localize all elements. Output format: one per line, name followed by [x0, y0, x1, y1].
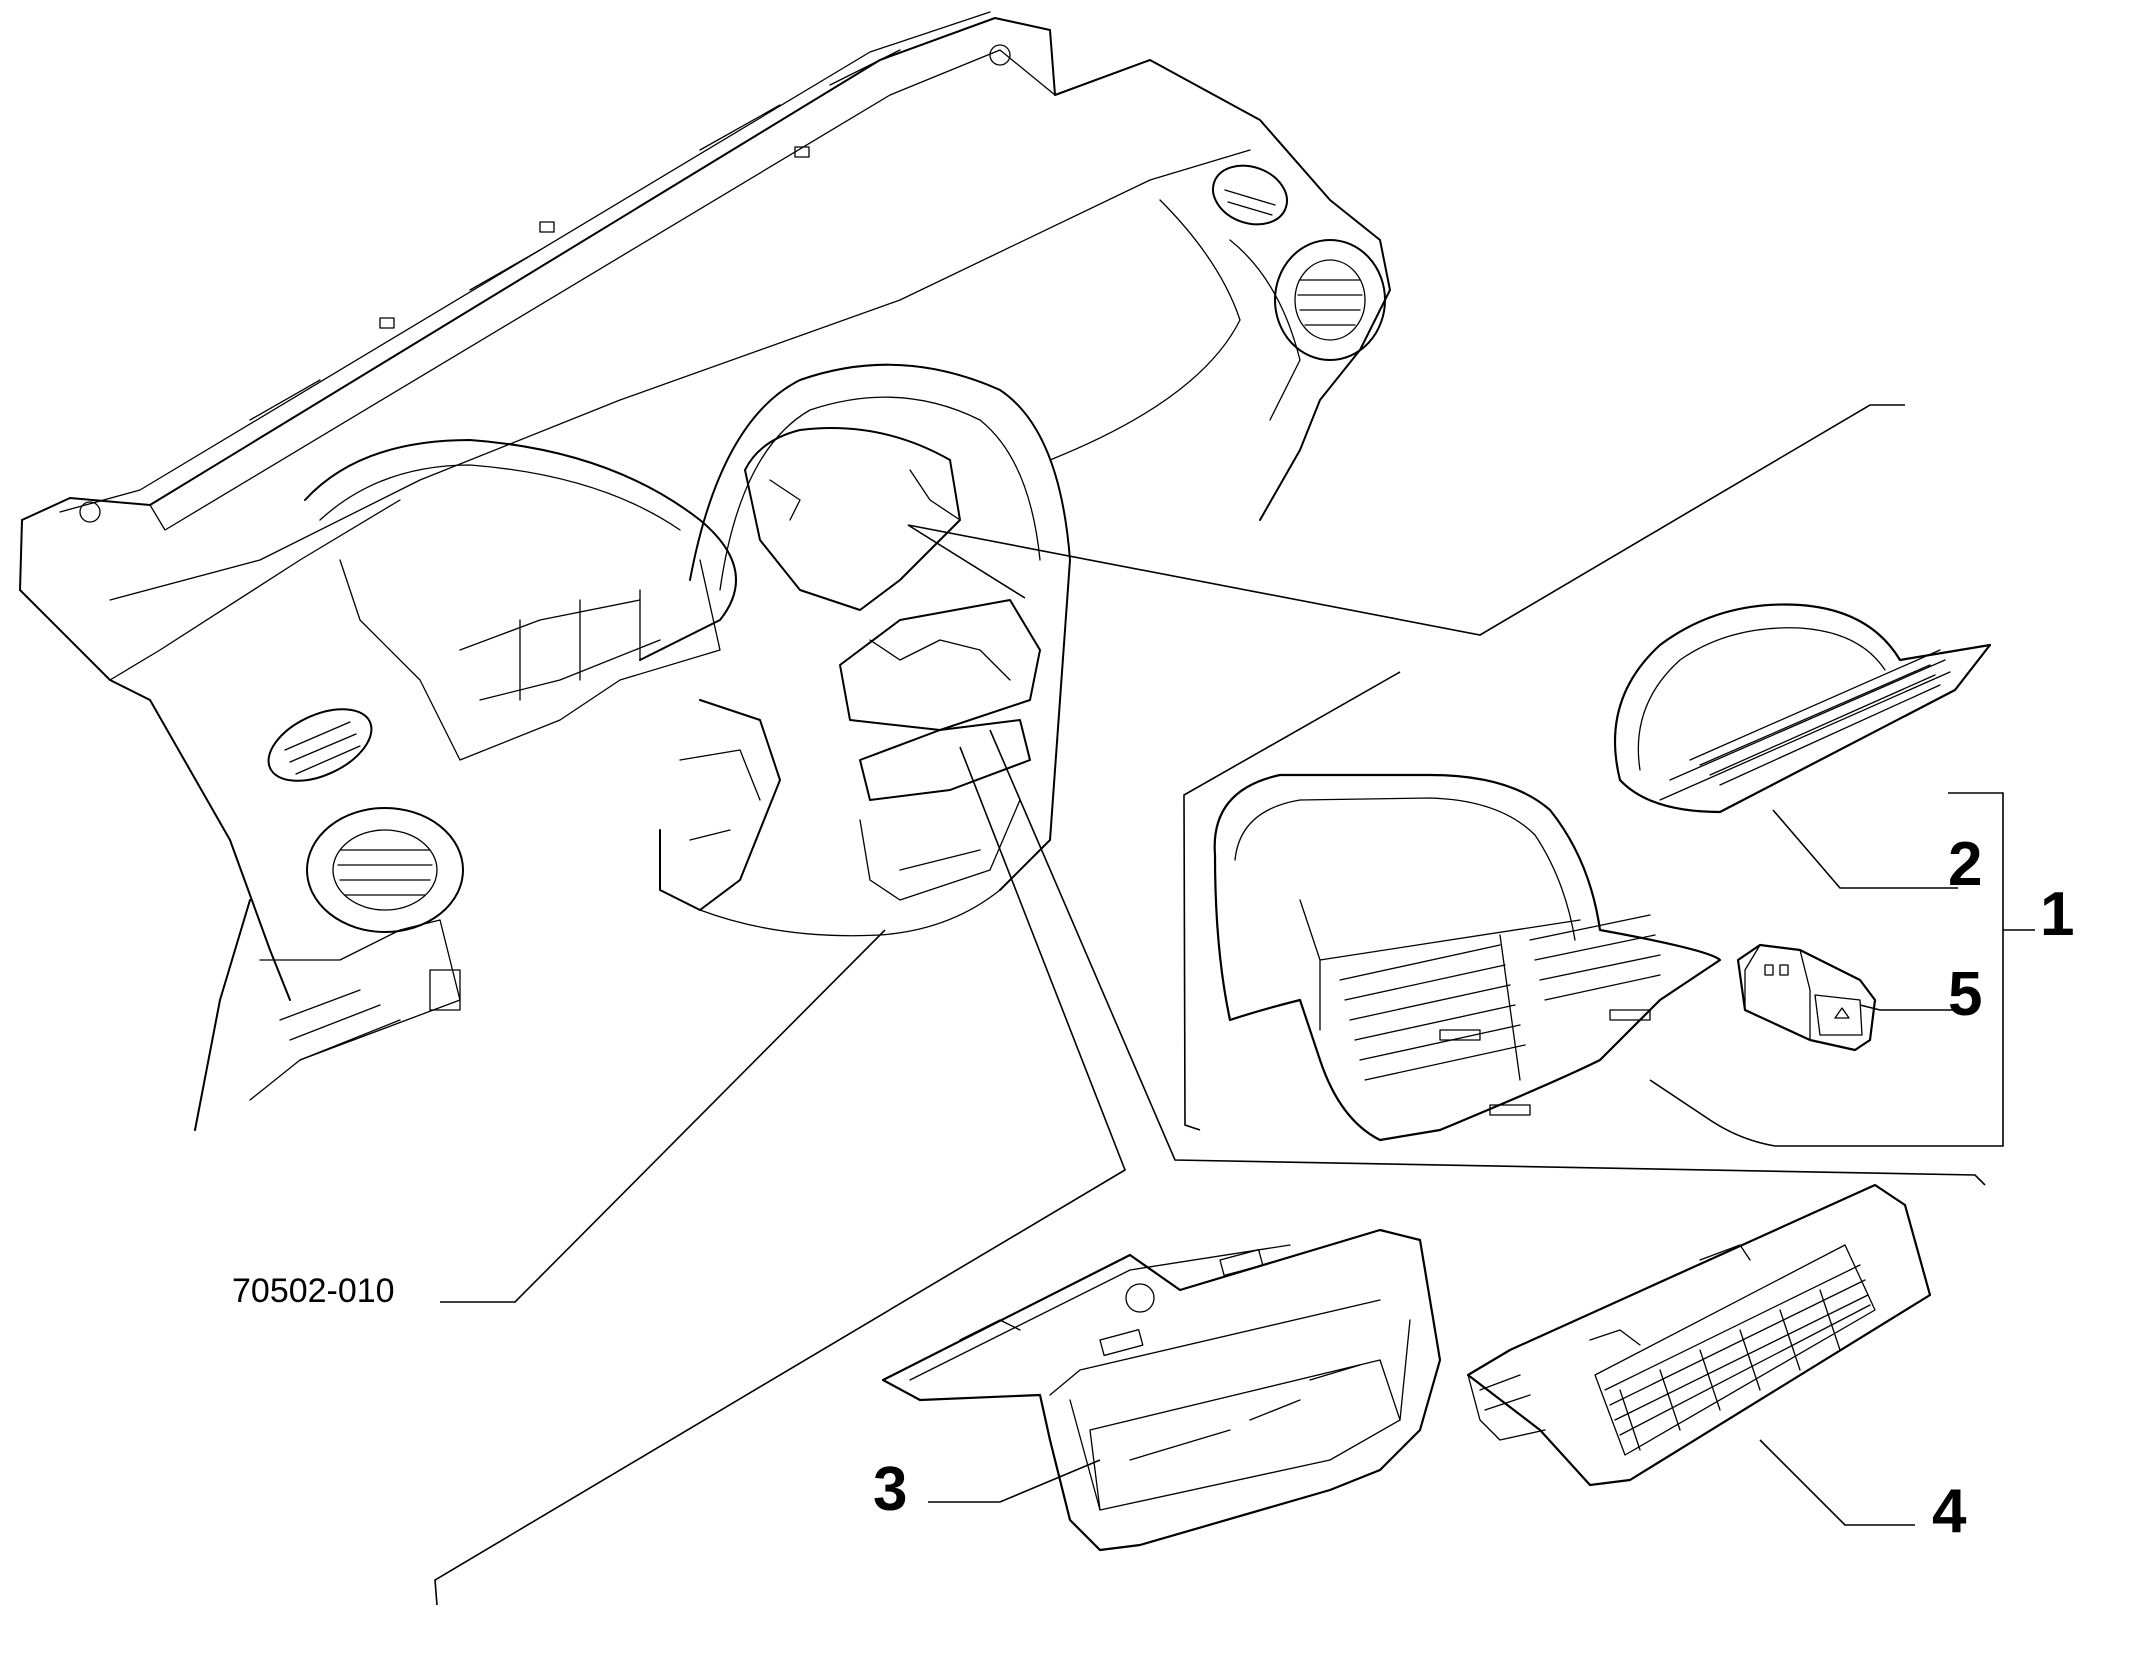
label-part-4: 4	[1932, 1477, 1967, 1546]
centre-vent-panel	[1213, 773, 1722, 1142]
upper-grille-cover	[1613, 603, 1992, 814]
hazard-switch	[1736, 943, 1877, 1052]
bracket-part-1	[1649, 792, 2004, 1147]
leader-lines	[434, 404, 2035, 1606]
dashboard-assembly	[19, 11, 1391, 1131]
storage-bin	[1466, 1183, 1932, 1487]
reference-code: 70502-010	[232, 1272, 395, 1310]
labels: 1 2 5 3 4 70502-010	[232, 830, 2074, 1546]
label-part-2: 2	[1948, 830, 1982, 899]
label-part-1: 1	[2040, 880, 2074, 949]
label-part-3: 3	[873, 1455, 907, 1524]
storage-tray	[881, 1228, 1442, 1552]
label-part-5: 5	[1948, 960, 1982, 1029]
